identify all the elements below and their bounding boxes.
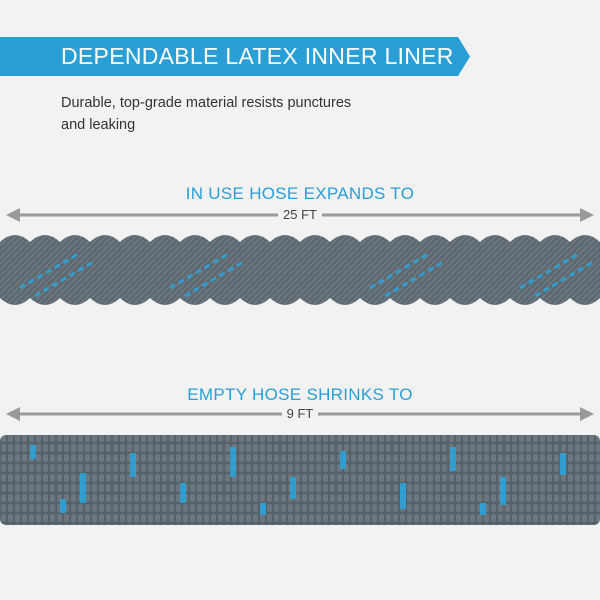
description: Durable, top-grade material resists punc… (61, 95, 352, 133)
shrunk-length: 9 FT (281, 406, 319, 421)
expanded-heading: IN USE HOSE EXPANDS TO (185, 184, 415, 203)
expanded-measure: 25 FT (6, 207, 594, 223)
banner-title: DEPENDABLE LATEX INNER LINER (61, 43, 454, 69)
shrunk-measure: 9 FT (6, 406, 594, 422)
shrunk-hose-image (0, 435, 600, 525)
title-banner: DEPENDABLE LATEX INNER LINER (0, 37, 470, 76)
shrunk-heading: EMPTY HOSE SHRINKS TO (187, 385, 413, 404)
banner-arrow-shape (0, 37, 470, 76)
expanded-hose-image (0, 235, 600, 305)
expanded-length: 25 FT (278, 207, 322, 222)
